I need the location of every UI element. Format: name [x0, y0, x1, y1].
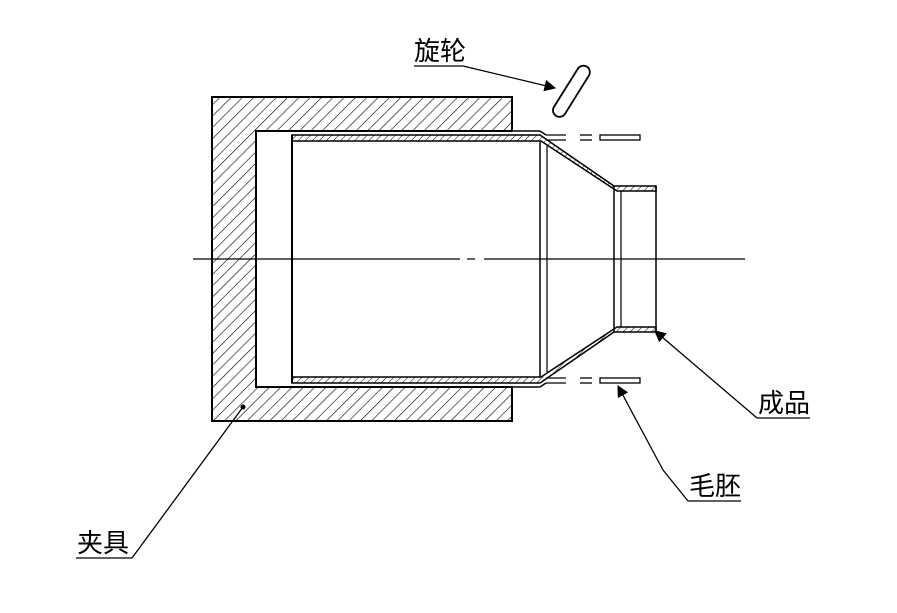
blank-leader-seg: [662, 469, 689, 502]
blank-label: 毛胚: [689, 472, 741, 502]
fixture-leader: [131, 406, 244, 559]
finished-product: [291, 130, 657, 388]
spinning-wheel-body: [552, 64, 591, 118]
blank-outline: [546, 134, 641, 384]
spinning-wheel-label: 旋轮: [414, 37, 466, 67]
blank-leader: [617, 384, 664, 471]
fixture-label: 夹具: [77, 529, 129, 559]
spinning-wheel: [552, 64, 591, 118]
product-bottom-wall: [291, 326, 657, 384]
finished-product-label: 成品: [758, 389, 810, 419]
leader-lines: [76, 65, 810, 559]
fixture-body: [211, 96, 513, 422]
finished-product-leader: [654, 330, 758, 419]
product-top-wall: [291, 134, 657, 192]
spinning-wheel-leader: [462, 65, 557, 92]
